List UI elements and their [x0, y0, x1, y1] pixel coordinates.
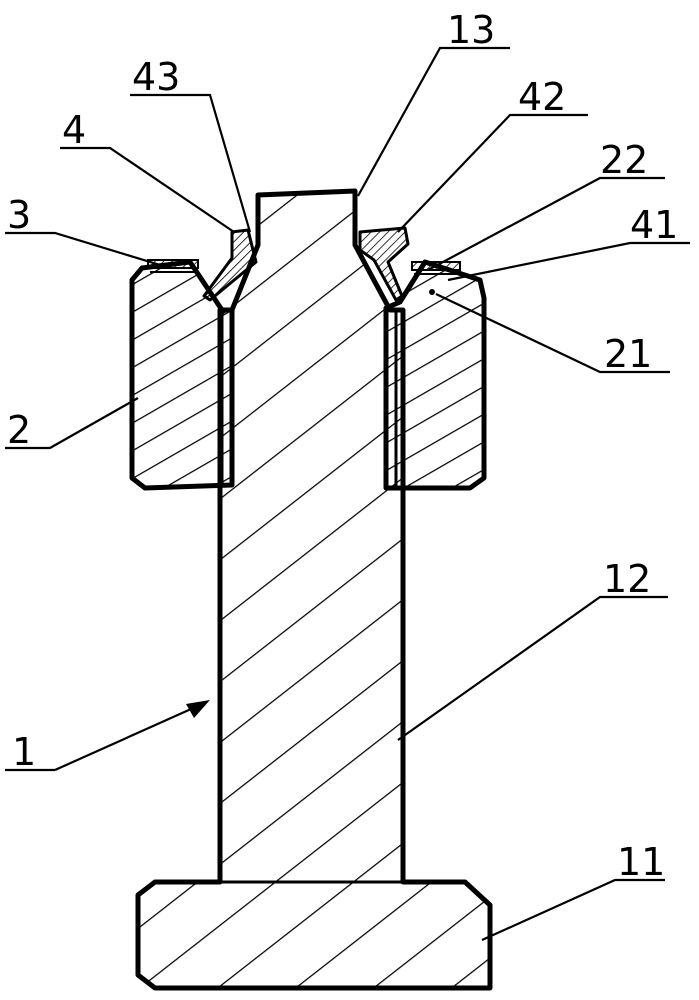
leader-4 [60, 146, 235, 233]
leader-21 [435, 293, 670, 374]
label-11: 11 [617, 840, 665, 884]
leader-42 [397, 113, 588, 233]
retaining-ring-left-outline [202, 228, 258, 302]
sleeve-right-outline [383, 259, 487, 491]
leader-2 [5, 397, 139, 450]
leader-43 [130, 93, 252, 233]
pointer-arrow-1 [5, 700, 210, 772]
label-42: 42 [518, 75, 566, 119]
part-labels: 43 4 3 2 1 13 42 22 41 21 12 11 [7, 8, 678, 884]
leader-12 [397, 595, 668, 741]
seal-left-strip [147, 259, 199, 269]
sleeve-left-outline [129, 259, 235, 491]
label-3: 3 [7, 193, 31, 237]
label-2: 2 [7, 408, 31, 452]
seal-left [147, 259, 199, 273]
recess-marker-21 [429, 289, 435, 295]
leader-lines [5, 46, 690, 942]
label-43: 43 [132, 55, 180, 99]
label-22: 22 [600, 138, 648, 182]
arrow-1-head [186, 700, 210, 718]
label-1: 1 [12, 730, 36, 774]
retaining-ring-left [202, 228, 258, 302]
retaining-ring-right-outline [358, 226, 410, 302]
leader-3 [5, 231, 171, 270]
label-4: 4 [62, 108, 86, 152]
sleeve-left [129, 259, 235, 491]
leader-22 [427, 176, 665, 271]
leader-41 [447, 241, 690, 282]
label-12: 12 [603, 557, 651, 601]
label-13: 13 [447, 8, 495, 52]
arrow-1-shaft [54, 703, 201, 772]
label-21: 21 [604, 332, 652, 376]
sleeve-right [383, 259, 487, 491]
leader-13 [357, 46, 510, 197]
leader-11 [481, 878, 665, 942]
label-41: 41 [630, 203, 678, 247]
retaining-ring-right [358, 226, 410, 302]
